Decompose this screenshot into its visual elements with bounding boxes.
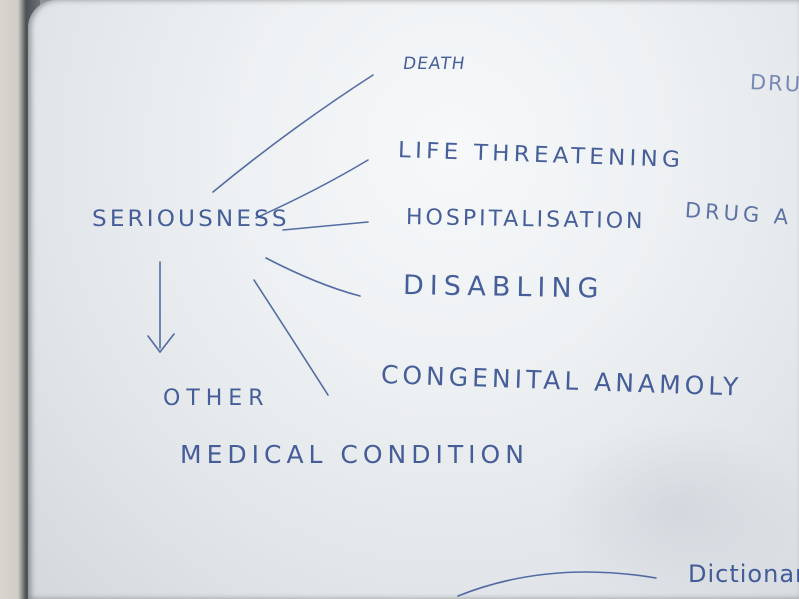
line-to-congenital bbox=[253, 279, 329, 396]
whiteboard: DEATH DRUG LIFE THREATENING SERIOUSNESS … bbox=[28, 0, 799, 599]
glare-reflection bbox=[548, 420, 799, 599]
line-to-life-threatening bbox=[255, 159, 369, 219]
line-to-death bbox=[212, 74, 374, 193]
note-drug-top: DRUG bbox=[749, 70, 799, 98]
branch-disabling: DISABLING bbox=[402, 270, 605, 305]
center-node-seriousness: SERIOUSNESS bbox=[92, 207, 290, 232]
line-to-hospitalisation bbox=[282, 221, 369, 231]
branch-hospitalisation: HOSPITALISATION bbox=[405, 205, 646, 235]
arrow-target-other: OTHER bbox=[163, 386, 270, 411]
connector-lines bbox=[147, 74, 657, 597]
arrow-head bbox=[147, 333, 175, 354]
line-to-disabling bbox=[265, 257, 361, 297]
note-dictionary: Dictionary bbox=[688, 560, 799, 588]
dictionary-pointer bbox=[457, 571, 657, 597]
branch-death: DEATH bbox=[401, 54, 467, 74]
arrow-target-medical-condition: MEDICAL CONDITION bbox=[180, 440, 529, 469]
